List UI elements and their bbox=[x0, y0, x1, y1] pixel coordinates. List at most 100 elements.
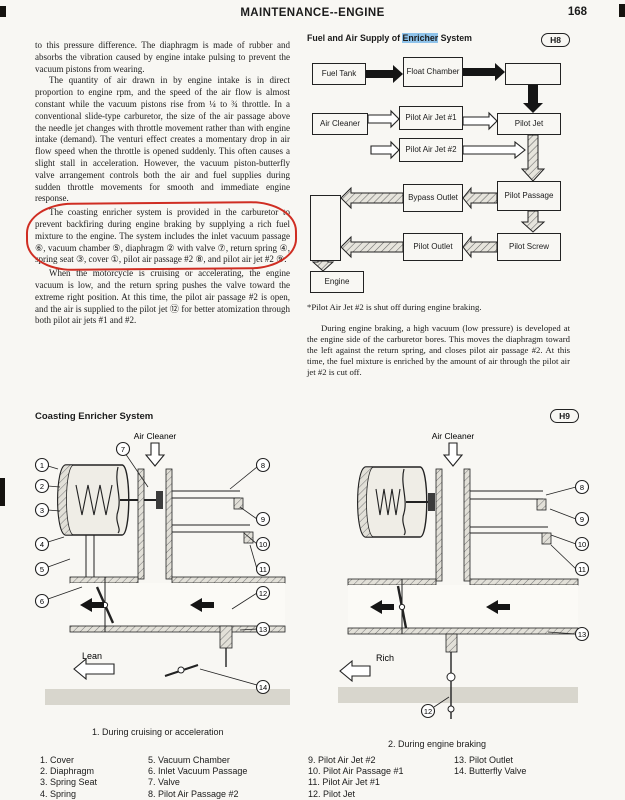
arrow-floatchamber-right bbox=[463, 63, 505, 81]
fig1-duct-wall bbox=[137, 468, 145, 580]
fig2-pilot-air-jet-1 bbox=[541, 532, 552, 545]
fig2-callout-10: 10 bbox=[574, 536, 590, 552]
legend-item: 3. Spring Seat bbox=[40, 777, 98, 788]
fig2-bore-top-wall bbox=[347, 578, 437, 586]
flow-box-pilot-screw: Pilot Screw bbox=[497, 233, 561, 261]
paragraph-1: to this pressure difference. The diaphra… bbox=[35, 40, 290, 74]
fig2-rich-arrow bbox=[339, 659, 371, 683]
svg-text:14: 14 bbox=[259, 683, 267, 692]
left-text-column: to this pressure difference. The diaphra… bbox=[25, 40, 298, 327]
svg-text:4: 4 bbox=[40, 540, 44, 549]
svg-text:6: 6 bbox=[40, 597, 44, 606]
svg-text:13: 13 bbox=[259, 625, 267, 634]
fig1-callout-13: 13 bbox=[255, 621, 271, 637]
page-number: 168 bbox=[567, 6, 587, 18]
arrow-bypass-body bbox=[340, 186, 404, 210]
scan-artifact bbox=[0, 478, 5, 506]
fig2-stem-nut bbox=[446, 672, 456, 682]
fig1-flow-arrow-left bbox=[80, 598, 104, 612]
legend-column-1: 1. Cover 2. Diaphragm 3. Spring Seat 4. … bbox=[40, 755, 97, 800]
fig2-valve bbox=[428, 493, 435, 511]
arrow-aircleaner-jet2 bbox=[370, 140, 400, 160]
paragraph-3-coasting-enricher: The coasting enricher system is provided… bbox=[35, 207, 290, 265]
fig1-callout-4: 4 bbox=[34, 536, 50, 552]
fig1-callout-1: 1 bbox=[34, 457, 50, 473]
legend-item: 8. Pilot Air Passage #2 bbox=[148, 788, 239, 799]
svg-text:1: 1 bbox=[40, 461, 44, 470]
legend-item: 12. Pilot Jet bbox=[308, 788, 356, 799]
fig2-flow-arrow-left bbox=[486, 600, 510, 614]
legend-item: 9. Pilot Air Jet #2 bbox=[308, 755, 376, 765]
fig2-duct-wall bbox=[435, 468, 443, 582]
flow-box-engine: Engine bbox=[310, 271, 364, 293]
flow-box-float-chamber: Float Chamber bbox=[403, 57, 463, 87]
fig2-callout-13: 13 bbox=[574, 626, 590, 642]
fig1-callout-12: 12 bbox=[255, 585, 271, 601]
legend-item: 4. Spring bbox=[40, 788, 77, 799]
flow-footnote: *Pilot Air Jet #2 is shut off during eng… bbox=[307, 302, 482, 312]
legend-column-2: 5. Vacuum Chamber 6. Inlet Vacuum Passag… bbox=[148, 755, 247, 800]
fig1-ground-shading bbox=[45, 689, 290, 705]
annotated-paragraph-wrap: The coasting enricher system is provided… bbox=[25, 200, 298, 272]
flow-title-prefix: Fuel and Air Supply of bbox=[307, 33, 403, 43]
coasting-enricher-section: Coasting Enricher System H9 Air Cleaner bbox=[30, 405, 597, 800]
fig1-pilot-air-jet-2 bbox=[233, 497, 244, 510]
flow-title-suffix: System bbox=[438, 33, 472, 43]
fig1-callout-2: 2 bbox=[34, 478, 50, 494]
fig2-diaphragm bbox=[402, 468, 406, 536]
figure-2-caption: 2. During engine braking bbox=[388, 739, 487, 749]
svg-text:9: 9 bbox=[580, 515, 584, 524]
flow-box-pilot-outlet: Pilot Outlet bbox=[403, 233, 463, 261]
right-paragraph: During engine braking, a high vacuum (lo… bbox=[307, 323, 570, 378]
legend-item: 13. Pilot Outlet bbox=[454, 755, 514, 765]
legend-item: 6. Inlet Vacuum Passage bbox=[148, 766, 248, 777]
legend-item: 7. Valve bbox=[148, 777, 180, 788]
figure-badge-h8: H8 bbox=[541, 33, 570, 47]
fig2-return-spring bbox=[375, 488, 401, 516]
arrow-screw-outlet bbox=[462, 235, 498, 259]
fig1-bore-bottom-wall bbox=[69, 625, 286, 633]
fig2-rich-label: Rich bbox=[376, 653, 394, 663]
svg-text:10: 10 bbox=[578, 540, 586, 549]
flow-title-highlighted-word: Enricher bbox=[402, 33, 439, 43]
arrow-jet1-pilotjet bbox=[462, 111, 498, 131]
fig2-flow-arrow-left bbox=[370, 600, 394, 614]
arrow-body-engine bbox=[311, 260, 335, 272]
paragraph-2: The quantity of air drawn in by engine i… bbox=[35, 75, 290, 204]
svg-text:8: 8 bbox=[580, 483, 584, 492]
legend-item: 2. Diaphragm bbox=[40, 766, 95, 777]
fig1-callout-7: 7 bbox=[115, 441, 131, 457]
legend-item: 1. Cover bbox=[40, 755, 75, 765]
fig1-callout-3: 3 bbox=[34, 502, 50, 518]
fig1-bore-top-wall bbox=[171, 576, 286, 584]
fig1-callout-6: 6 bbox=[34, 593, 50, 609]
legend-column-3: 9. Pilot Air Jet #2 10. Pilot Air Passag… bbox=[308, 755, 404, 800]
fig1-callout-8: 8 bbox=[255, 457, 271, 473]
fig2-air-cleaner-label: Air Cleaner bbox=[432, 431, 475, 441]
scan-artifact bbox=[0, 6, 6, 17]
legend-item: 5. Vacuum Chamber bbox=[148, 755, 230, 765]
legend-item: 11. Pilot Air Jet #1 bbox=[308, 777, 380, 788]
arrow-passage-bypass bbox=[462, 186, 498, 210]
flow-box-bypass-outlet: Bypass Outlet bbox=[403, 184, 463, 212]
svg-text:12: 12 bbox=[259, 589, 267, 598]
flow-diagram-title: Fuel and Air Supply of Enricher System bbox=[307, 33, 472, 44]
fig2-butterfly-pivot bbox=[398, 603, 406, 611]
arrow-down-pilotjet bbox=[523, 85, 543, 113]
fig2-pilot-air-jet-2 bbox=[536, 498, 547, 511]
svg-text:11: 11 bbox=[578, 565, 586, 574]
arrow-pilotjet-passage bbox=[520, 134, 546, 182]
figures-row: Air Cleaner bbox=[30, 425, 597, 749]
fig1-callout-10: 10 bbox=[255, 536, 271, 552]
fig2-callout-11: 11 bbox=[574, 561, 590, 577]
fig2-duct-wall bbox=[463, 468, 471, 582]
flow-box-air-cleaner: Air Cleaner bbox=[312, 113, 368, 135]
svg-text:2: 2 bbox=[40, 482, 44, 491]
svg-text:9: 9 bbox=[261, 515, 265, 524]
legend-column-4: 13. Pilot Outlet 14. Butterfly Valve bbox=[454, 755, 526, 777]
figure-1-caption: 1. During cruising or acceleration bbox=[92, 727, 224, 737]
fig1-cover bbox=[57, 464, 75, 536]
right-column: Fuel and Air Supply of Enricher System H… bbox=[307, 33, 570, 387]
figure-badge-h9: H9 bbox=[550, 409, 579, 423]
